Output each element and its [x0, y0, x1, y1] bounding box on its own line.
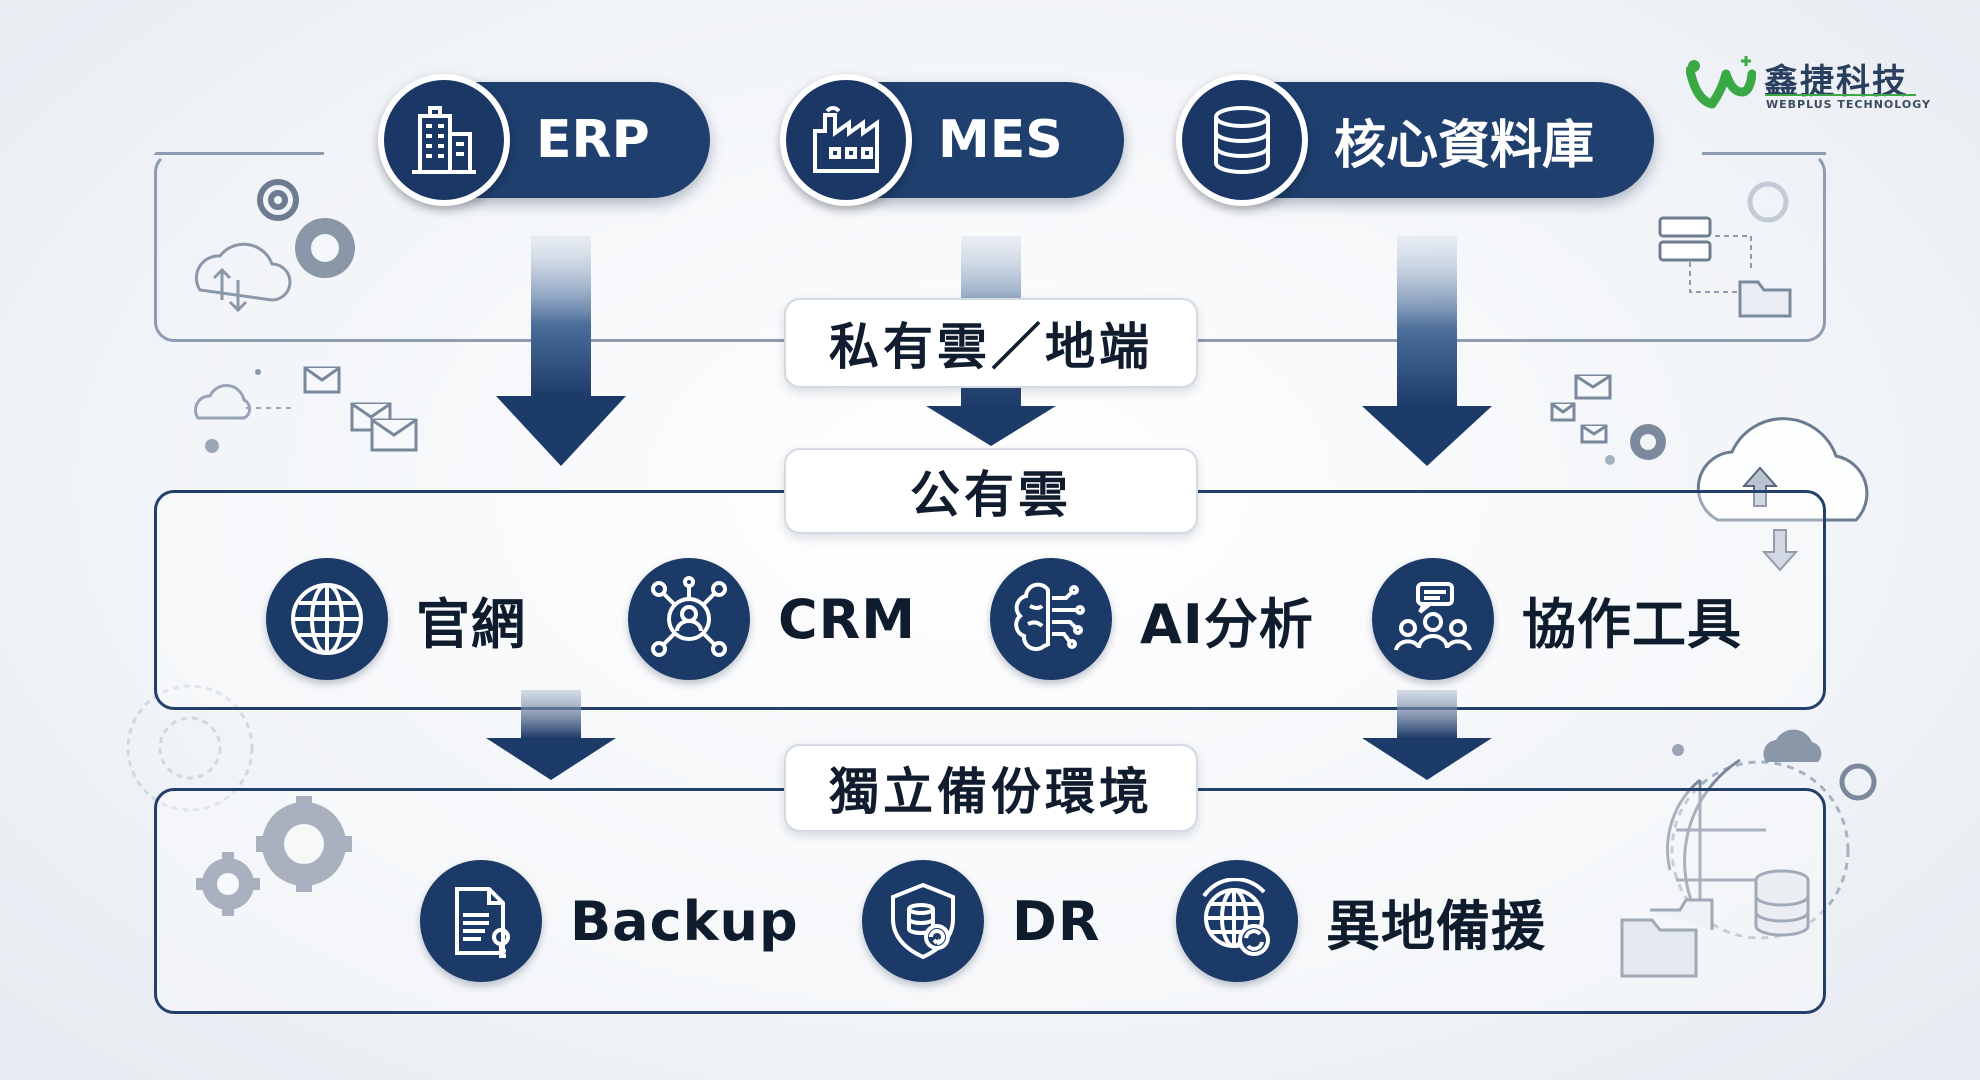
globe-icon: [266, 558, 388, 680]
gear-icon: [295, 218, 355, 278]
brain-circuit-icon: [990, 558, 1112, 680]
website-label: 官網: [416, 592, 526, 656]
core-db-label: 核心資料庫: [1334, 115, 1595, 176]
shield-database-icon: [862, 860, 984, 982]
cloud-sync-icon: [194, 242, 292, 313]
public-item-crm: CRM: [628, 556, 916, 682]
public-item-collab-tools: 協作工具: [1372, 556, 1742, 682]
backup-item-backup: Backup: [420, 858, 799, 984]
mes-pill: MES: [780, 74, 1124, 206]
flow-arrow-backup-right: [1362, 690, 1492, 780]
cloud-icon: [194, 384, 252, 420]
gear-icon: [257, 179, 299, 221]
flow-arrow-core-db: [1362, 236, 1492, 466]
mes-label: MES: [938, 110, 1063, 170]
building-icon: [378, 74, 510, 206]
collab-tools-label: 協作工具: [1522, 592, 1742, 656]
erp-label: ERP: [536, 110, 650, 170]
factory-icon: [780, 74, 912, 206]
gear-icon: [1630, 424, 1666, 460]
gear-icon: [1747, 181, 1789, 223]
public-cloud-label: 公有雲: [784, 448, 1198, 534]
folder-icon: [1620, 898, 1714, 978]
private-frame-top-right-line: [1702, 152, 1826, 155]
private-frame-top-left-line: [154, 152, 324, 155]
brand-underline: [1766, 94, 1916, 96]
erp-pill: ERP: [378, 74, 710, 206]
mail-icon: [303, 366, 418, 452]
folder-icon: [1738, 280, 1792, 318]
document-key-icon: [420, 860, 542, 982]
mail-icon: [1550, 374, 1612, 444]
network-user-icon: [628, 558, 750, 680]
public-item-ai-analysis: AI分析: [990, 556, 1314, 682]
webplus-logo-icon: [1686, 56, 1756, 109]
flow-arrow-backup-left: [486, 690, 616, 780]
offsite-backup-label: 異地備援: [1326, 894, 1546, 958]
backup-item-dr: DR: [862, 858, 1100, 984]
brand-tagline: WEBPLUS TECHNOLOGY: [1766, 98, 1931, 111]
team-chat-icon: [1372, 558, 1494, 680]
dr-label: DR: [1012, 889, 1101, 953]
core-db-pill: 核心資料庫: [1176, 74, 1654, 206]
cloud-sync-icon: [1696, 417, 1869, 522]
brand-logo: 鑫捷科技 WEBPLUS TECHNOLOGY: [1686, 52, 1930, 122]
backup-env-label: 獨立備份環境: [784, 744, 1198, 832]
public-item-website: 官網: [266, 556, 526, 682]
gear-icon: [126, 684, 254, 812]
database-icon: [1176, 74, 1308, 206]
backup-label: Backup: [570, 889, 799, 953]
crm-label: CRM: [778, 587, 916, 651]
server-icon: [1658, 216, 1712, 262]
cloud-icon: [1763, 729, 1822, 762]
flow-arrow-erp: [496, 236, 626, 466]
globe-sync-icon: [1176, 860, 1298, 982]
globe-network-icon: [1666, 758, 1850, 940]
backup-item-offsite: 異地備援: [1176, 858, 1546, 984]
database-icon: [1754, 869, 1810, 937]
ai-analysis-label: AI分析: [1140, 592, 1314, 656]
gear-icon: [1839, 763, 1877, 801]
private-cloud-label: 私有雲／地端: [784, 298, 1198, 388]
gear-icon: [202, 802, 346, 910]
